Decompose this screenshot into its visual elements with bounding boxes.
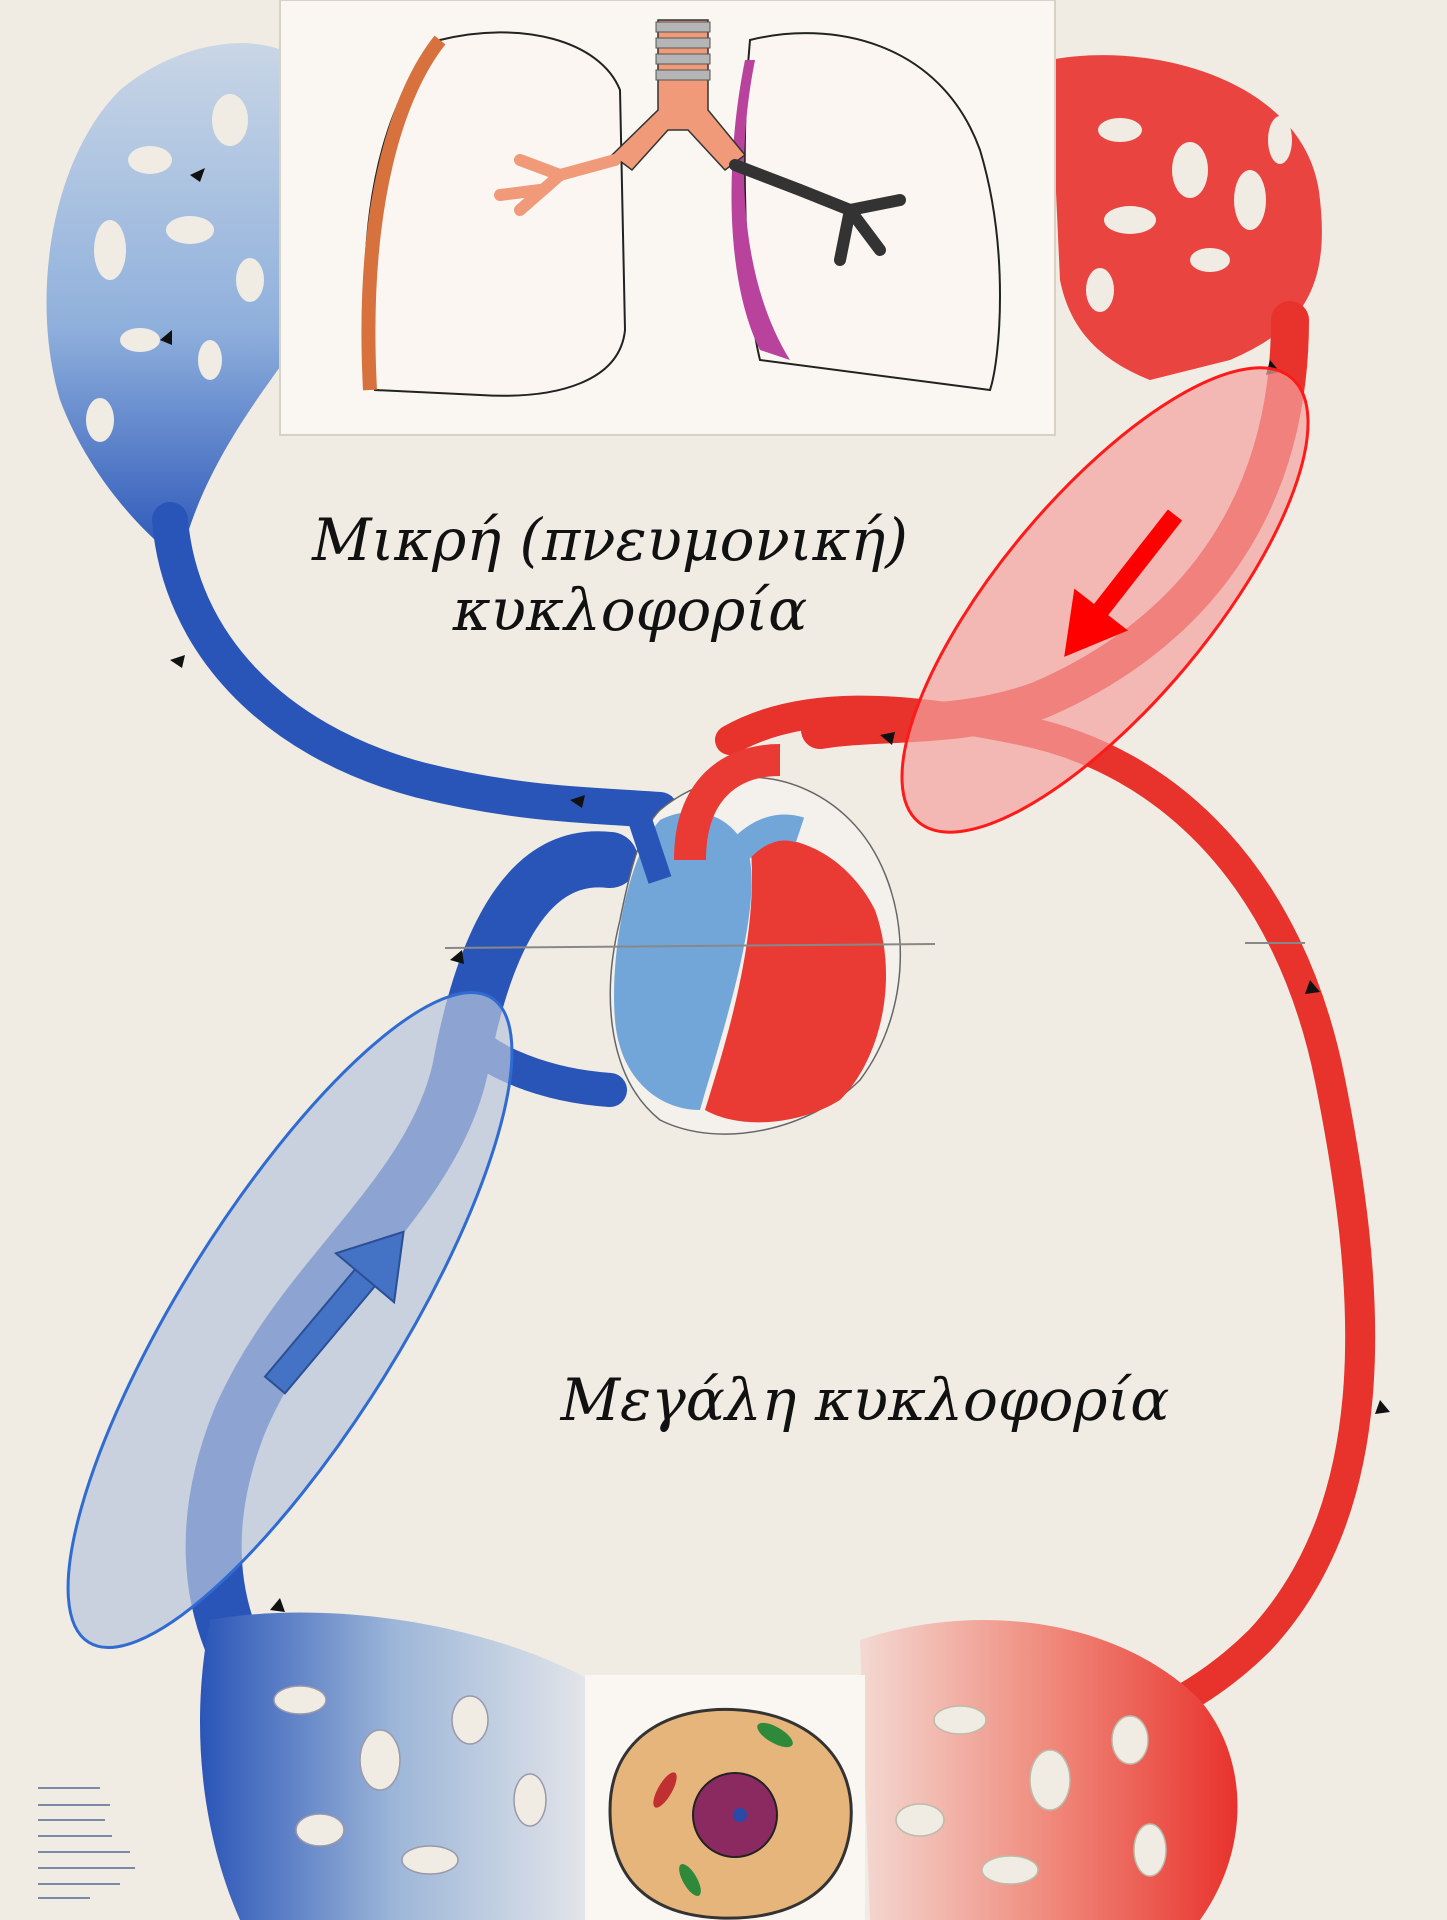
pulmonary-circulation-label-line2: κυκλοφορία [452, 576, 808, 644]
systemic-circulation-label: Μεγάλη κυκλοφορία [560, 1366, 1170, 1434]
pulmonary-circulation-label-line1: Μικρή (πνευμονική) [311, 506, 908, 574]
systemic-capillary-bed-blue [200, 1613, 590, 1920]
cell-drawing [585, 1675, 865, 1920]
lungs-drawing [280, 0, 1055, 435]
cell-nucleolus [733, 1808, 747, 1822]
